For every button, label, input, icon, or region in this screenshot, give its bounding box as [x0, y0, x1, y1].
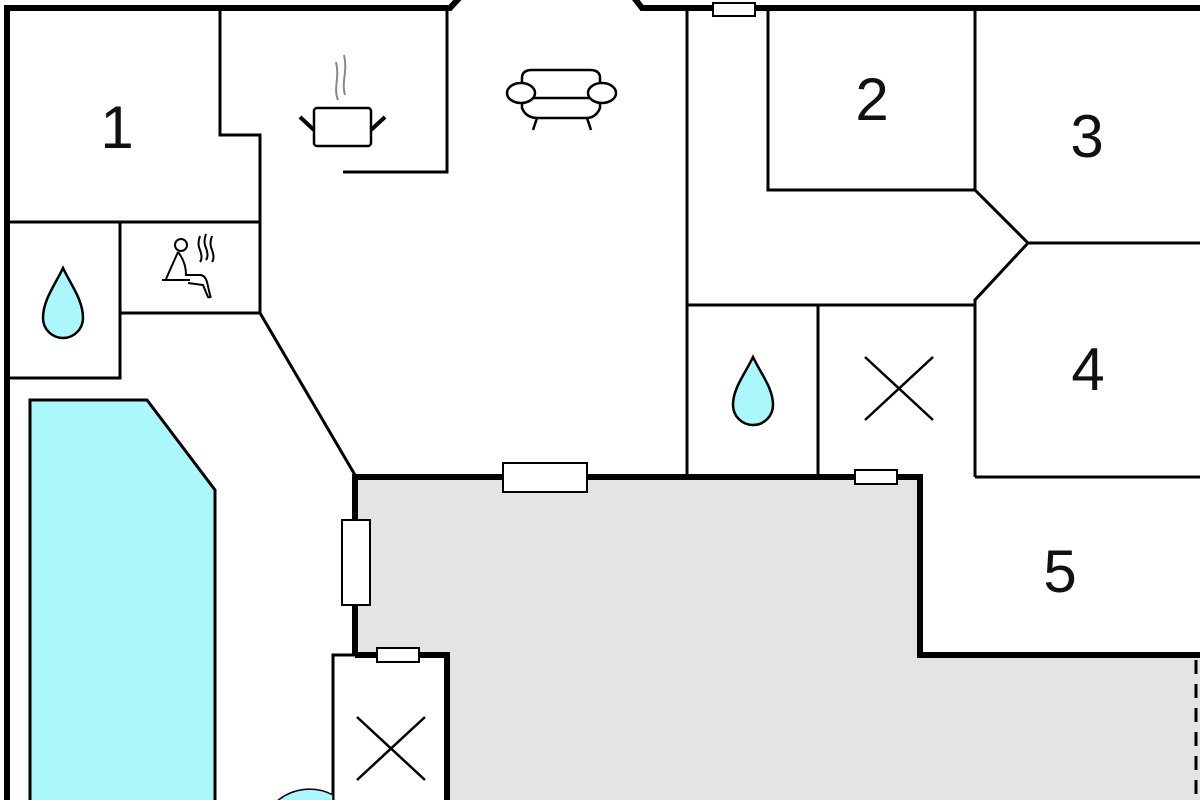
window — [341, 519, 371, 606]
room-number-2: 2 — [855, 66, 888, 133]
utility-wall — [331, 653, 355, 800]
utility-room-area — [333, 655, 447, 800]
room-number-3: 3 — [1070, 103, 1103, 170]
shower-drop-icon — [731, 354, 775, 427]
room-number-1: 1 — [100, 94, 133, 161]
wall — [7, 222, 122, 380]
wall — [973, 241, 1030, 477]
sauna-icon — [162, 233, 215, 299]
outer-wall-right — [632, 0, 1200, 11]
window — [502, 462, 588, 493]
window — [854, 469, 898, 485]
window — [712, 2, 756, 17]
room-number-5: 5 — [1043, 538, 1076, 605]
window — [376, 647, 420, 663]
wall — [973, 10, 1200, 245]
wall — [766, 10, 975, 192]
shower-drop-icon — [41, 265, 85, 340]
door-swing — [277, 788, 334, 800]
toilet-x-icon — [864, 356, 934, 421]
toilet-x-icon — [356, 716, 426, 781]
kitchen-pot-icon — [298, 54, 387, 148]
wall — [258, 312, 357, 476]
wall — [218, 10, 262, 313]
wall — [343, 10, 449, 174]
pool — [28, 398, 217, 800]
room-number-4: 4 — [1071, 336, 1104, 403]
outer-wall — [4, 0, 462, 800]
sofa-icon — [505, 68, 618, 131]
room-5-area — [920, 477, 1200, 655]
